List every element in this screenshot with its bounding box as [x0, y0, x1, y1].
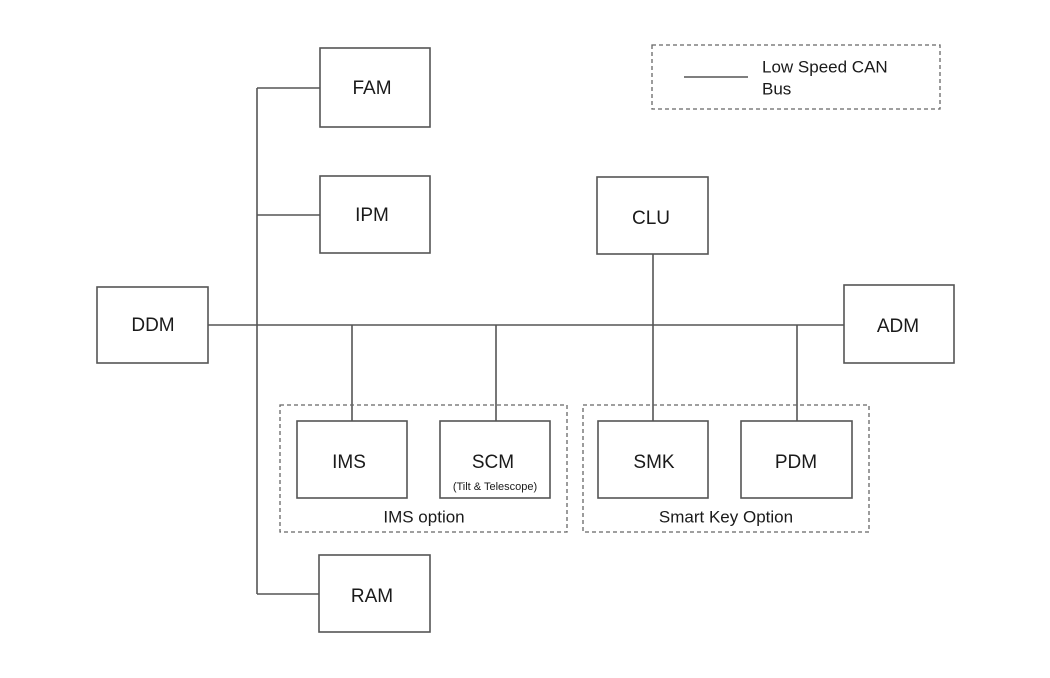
- module-ram[interactable]: RAM: [318, 554, 431, 633]
- legend: Low Speed CAN Bus: [651, 44, 941, 110]
- module-pdm[interactable]: PDM: [740, 420, 853, 499]
- module-clu-label: CLU: [632, 208, 670, 229]
- module-fam[interactable]: FAM: [319, 47, 431, 128]
- module-ddm-label: DDM: [131, 315, 174, 336]
- module-ipm-label: IPM: [355, 205, 389, 226]
- module-adm-label: ADM: [877, 316, 919, 337]
- wires: [208, 87, 844, 595]
- module-fam-label: FAM: [352, 78, 391, 99]
- module-adm[interactable]: ADM: [843, 284, 955, 364]
- module-ims-label: IMS: [332, 452, 366, 473]
- module-clu[interactable]: CLU: [596, 176, 709, 255]
- ims-option-frame: [279, 404, 568, 533]
- module-smk[interactable]: SMK: [597, 420, 709, 499]
- module-scm-sublabel: (Tilt & Telescope): [453, 481, 537, 493]
- legend-label-line1: Low Speed CAN: [762, 57, 888, 76]
- ims-option-label: IMS option: [383, 507, 464, 526]
- module-ddm[interactable]: DDM: [96, 286, 209, 364]
- module-ipm[interactable]: IPM: [319, 175, 431, 254]
- smart-key-option-label: Smart Key Option: [659, 507, 793, 526]
- module-ims[interactable]: IMS: [296, 420, 408, 499]
- legend-frame: [651, 44, 941, 110]
- module-pdm-label: PDM: [775, 452, 817, 473]
- group-smart-key-option: Smart Key Option: [582, 404, 870, 533]
- module-smk-label: SMK: [633, 452, 675, 473]
- smart-key-option-frame: [582, 404, 870, 533]
- module-ram-label: RAM: [351, 586, 393, 607]
- module-scm-label: SCM: [472, 452, 514, 473]
- group-ims-option: IMS option: [279, 404, 568, 533]
- module-scm[interactable]: SCM (Tilt & Telescope): [439, 420, 551, 499]
- legend-label-line2: Bus: [762, 79, 791, 98]
